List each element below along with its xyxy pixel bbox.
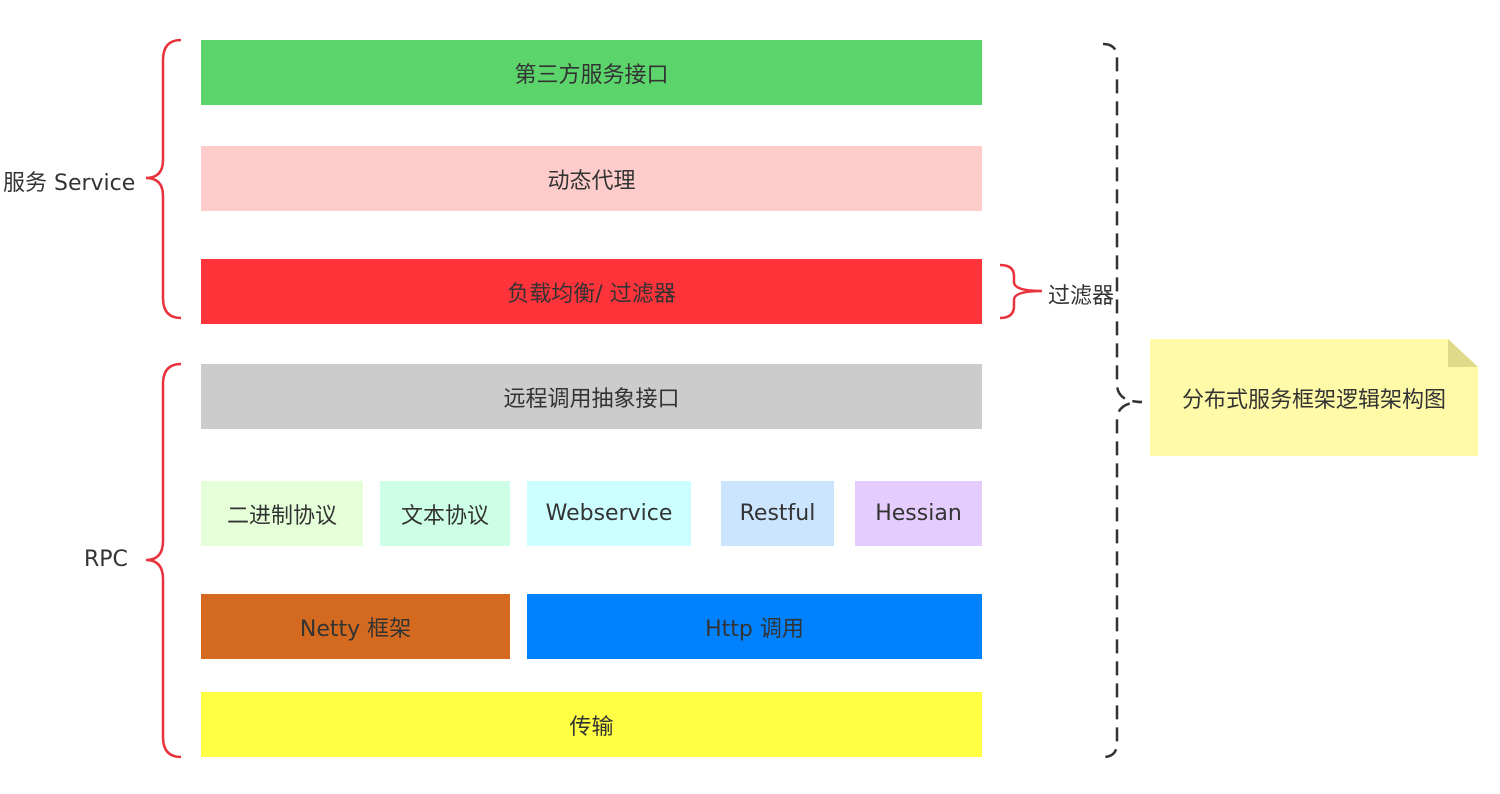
restful-block: Restful <box>721 481 834 546</box>
dynamic-proxy-label: 动态代理 <box>547 168 636 194</box>
netty-framework-block: Netty 框架 <box>201 594 510 659</box>
framework-dashed-brace <box>1102 42 1143 759</box>
webservice-label: Webservice <box>545 501 673 526</box>
dynamic-proxy-layer: 动态代理 <box>201 146 982 211</box>
transport-layer: 传输 <box>201 692 982 757</box>
binary-protocol-block: 二进制协议 <box>201 481 363 546</box>
http-call-label: Http 调用 <box>705 616 804 642</box>
third-party-interface-label: 第三方服务接口 <box>514 62 669 88</box>
filter-brace <box>999 263 1043 320</box>
restful-label: Restful <box>739 501 816 526</box>
load-balance-filter-layer: 负载均衡/ 过滤器 <box>201 259 982 324</box>
remote-call-interface-label: 远程调用抽象接口 <box>503 386 680 412</box>
filter-label: 过滤器 <box>1048 284 1115 309</box>
text-protocol-block: 文本协议 <box>380 481 510 546</box>
text-protocol-label: 文本协议 <box>400 503 489 529</box>
rpc-label: RPC <box>84 547 128 572</box>
hessian-block: Hessian <box>855 481 982 546</box>
hessian-label: Hessian <box>875 501 962 526</box>
architecture-note: 分布式服务框架逻辑架构图 <box>1150 339 1478 456</box>
binary-protocol-label: 二进制协议 <box>226 503 337 529</box>
http-call-block: Http 调用 <box>527 594 982 659</box>
webservice-block: Webservice <box>527 481 691 546</box>
service-label: 服务 Service <box>3 171 136 196</box>
architecture-note-text: 分布式服务框架逻辑架构图 <box>1181 387 1446 413</box>
transport-label: 传输 <box>569 714 614 740</box>
rpc-brace <box>145 362 182 759</box>
note-fold-corner <box>1448 339 1478 367</box>
service-brace <box>145 38 182 320</box>
netty-framework-label: Netty 框架 <box>299 616 412 642</box>
load-balance-filter-label: 负载均衡/ 过滤器 <box>507 281 676 307</box>
remote-call-interface-layer: 远程调用抽象接口 <box>201 364 982 429</box>
third-party-interface-layer: 第三方服务接口 <box>201 40 982 105</box>
